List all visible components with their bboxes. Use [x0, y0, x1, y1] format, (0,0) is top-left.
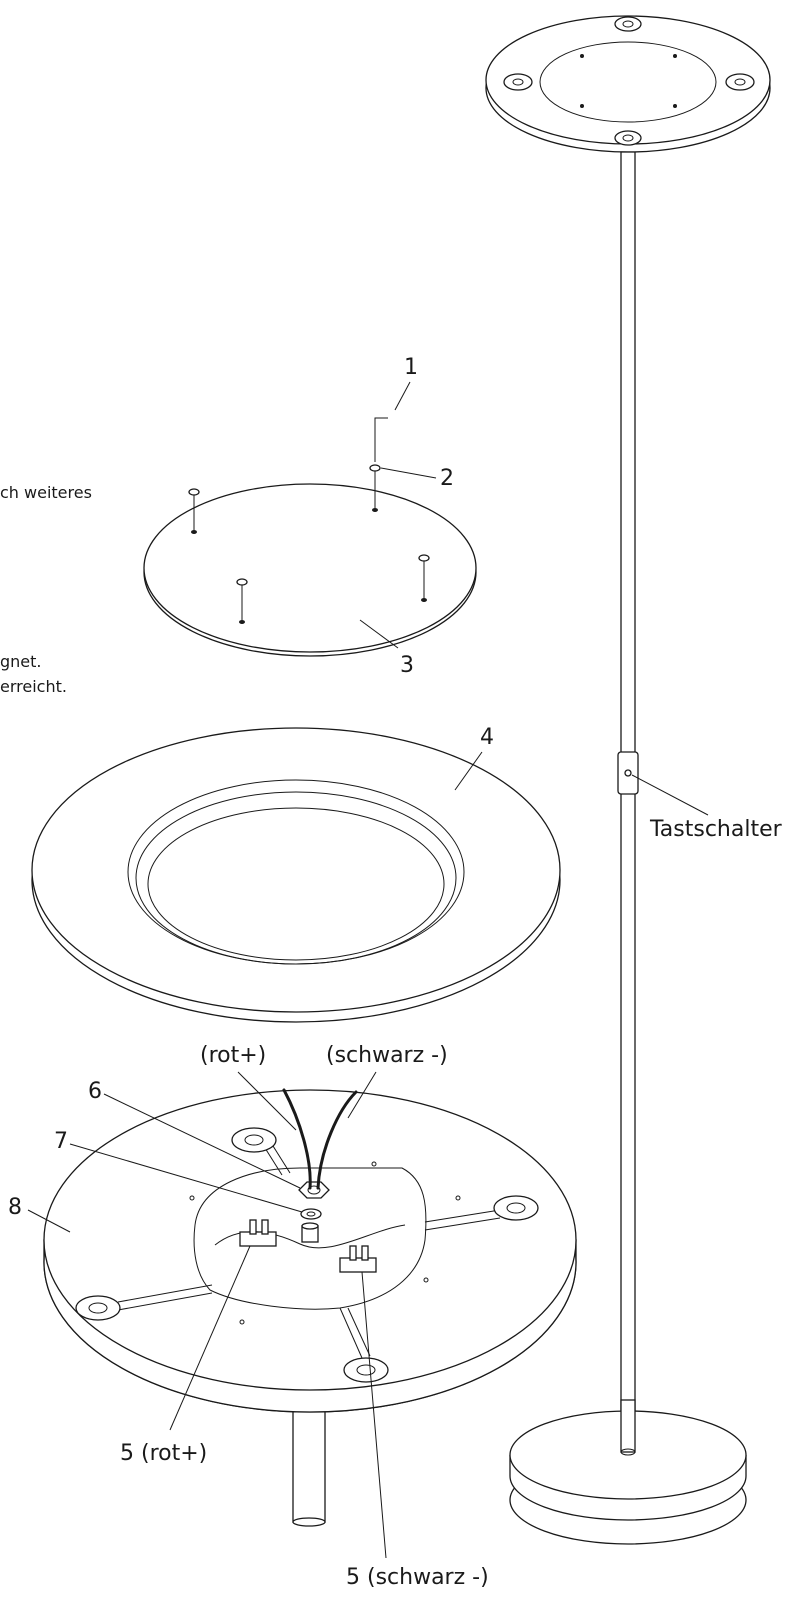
label-7: 7 [54, 1129, 68, 1154]
screw-1 [369, 464, 381, 512]
connector-5-black [339, 1245, 377, 1273]
label-tastschalter: Tastschalter [649, 817, 783, 842]
cropped-text-line-1: ch weiteres [0, 483, 92, 502]
label-wire-black: (schwarz -) [326, 1043, 448, 1068]
label-6: 6 [88, 1079, 102, 1104]
screw-3 [418, 554, 430, 602]
label-5-red: 5 (rot+) [120, 1441, 207, 1466]
switch-button [624, 769, 632, 777]
screw-4 [236, 578, 248, 624]
lamp-head [485, 15, 771, 153]
label-8: 8 [8, 1195, 22, 1220]
screw-2 [188, 488, 200, 534]
label-5-black: 5 (schwarz -) [346, 1565, 489, 1590]
label-4: 4 [480, 725, 494, 750]
label-1: 1 [404, 355, 418, 380]
assembled-lamp: Tastschalter [485, 15, 783, 1545]
lamp-base [509, 1399, 747, 1545]
ring-4: 4 [31, 725, 561, 1023]
bushing [301, 1222, 319, 1243]
cover-plate-assembly: 1 2 3 [143, 355, 477, 678]
label-3: 3 [400, 653, 414, 678]
base-plate-assembly: (rot+) (schwarz -) 6 7 8 5 (rot+) 5 (sch… [8, 1043, 577, 1590]
connector-5-red [239, 1219, 277, 1247]
washer-7 [300, 1208, 322, 1220]
label-wire-red: (rot+) [200, 1043, 266, 1068]
cropped-text-line-3: erreicht. [0, 677, 67, 696]
label-2: 2 [440, 466, 454, 491]
nut-6 [298, 1181, 330, 1199]
cropped-text-line-2: gnet. [0, 652, 42, 671]
lamp-pole [617, 151, 639, 1493]
